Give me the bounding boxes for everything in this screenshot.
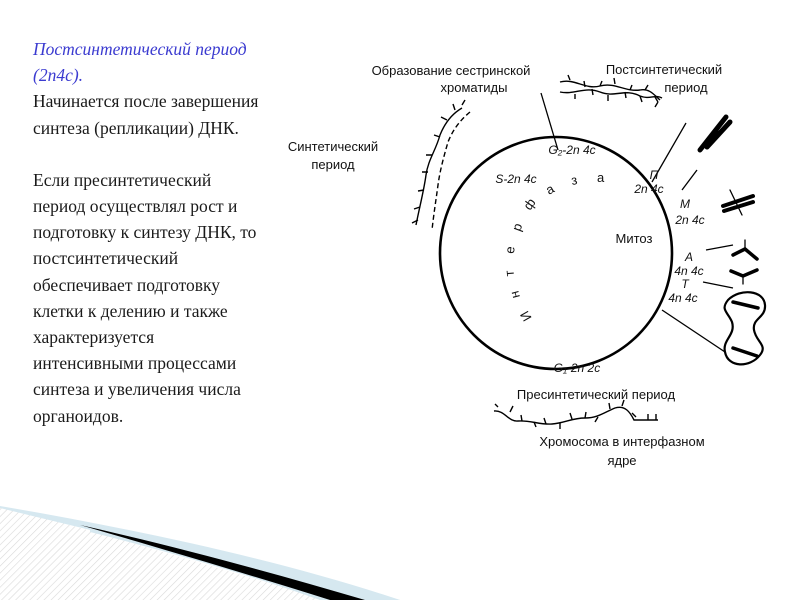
interphase-letter: р (509, 221, 526, 233)
interphase-chromosome-icon (493, 399, 658, 429)
interphase-letter: И (517, 308, 535, 324)
phase-prophase-letter: П (650, 168, 659, 182)
phase-prophase-value: 2n 4c (633, 182, 663, 196)
label-sister-chromatid-1: Образование сестринской (372, 63, 531, 78)
cell-cycle-circle (438, 135, 674, 371)
interphase-letter: з (570, 172, 579, 188)
anaphase-chromosome-icon (729, 239, 759, 285)
phase-g1: G₁-2n 2c (554, 361, 600, 375)
phase-anaphase-letter: А (684, 250, 693, 264)
heading-postsynthetic: Постсинтетический период (2n4c). (33, 39, 247, 86)
phase-telophase-letter: Т (681, 277, 690, 291)
label-postsynthetic-2: период (664, 80, 708, 95)
label-synthetic-1: Синтетический (288, 139, 378, 154)
interphase-letter: а (543, 181, 557, 198)
interphase-letter: е (502, 246, 518, 255)
label-presynthetic: Пресинтетический период (517, 387, 676, 402)
interphase-arc-letters: И н т е р ф а з а (502, 170, 605, 324)
label-interphase-chromosome-2: ядре (607, 453, 636, 468)
phase-metaphase-value: 2n 4c (674, 213, 704, 227)
phase-metaphase-letter: М (680, 197, 690, 211)
phase-g2: G₂-2n 4c (548, 143, 595, 157)
phase-dividers (540, 92, 734, 353)
label-mitosis: Митоз (616, 231, 653, 246)
label-interphase-chromosome-1: Хромосома в интерфазном (539, 434, 704, 449)
label-sister-chromatid-2: хроматиды (441, 80, 508, 95)
interphase-letter: н (507, 289, 523, 300)
slide-text: Постсинтетический период (2n4c). Начинае… (33, 36, 263, 429)
label-postsynthetic-1: Постсинтетический (606, 62, 722, 77)
telophase-cell-icon (723, 291, 767, 366)
interphase-letter: т (502, 270, 517, 277)
metaphase-chromosome-icon (721, 189, 755, 216)
phase-telophase-value: 4n 4c (668, 291, 697, 305)
paragraph-gap (33, 141, 263, 167)
label-synthetic-2: период (311, 157, 355, 172)
prophase-chromosome-icon (697, 114, 733, 153)
interphase-letter: а (597, 170, 605, 185)
paragraph-intro: Начинается после завершения синтеза (реп… (33, 91, 259, 138)
phase-anaphase-value: 4n 4c (674, 264, 703, 278)
synthetic-chromatid-icon (411, 99, 471, 231)
paragraph-body: Если пресинтетический период осуществлял… (33, 169, 257, 426)
phase-s: S-2n 4c (495, 172, 536, 186)
interphase-letter: ф (520, 195, 539, 213)
postsynthetic-chromatid-icon (559, 74, 663, 108)
